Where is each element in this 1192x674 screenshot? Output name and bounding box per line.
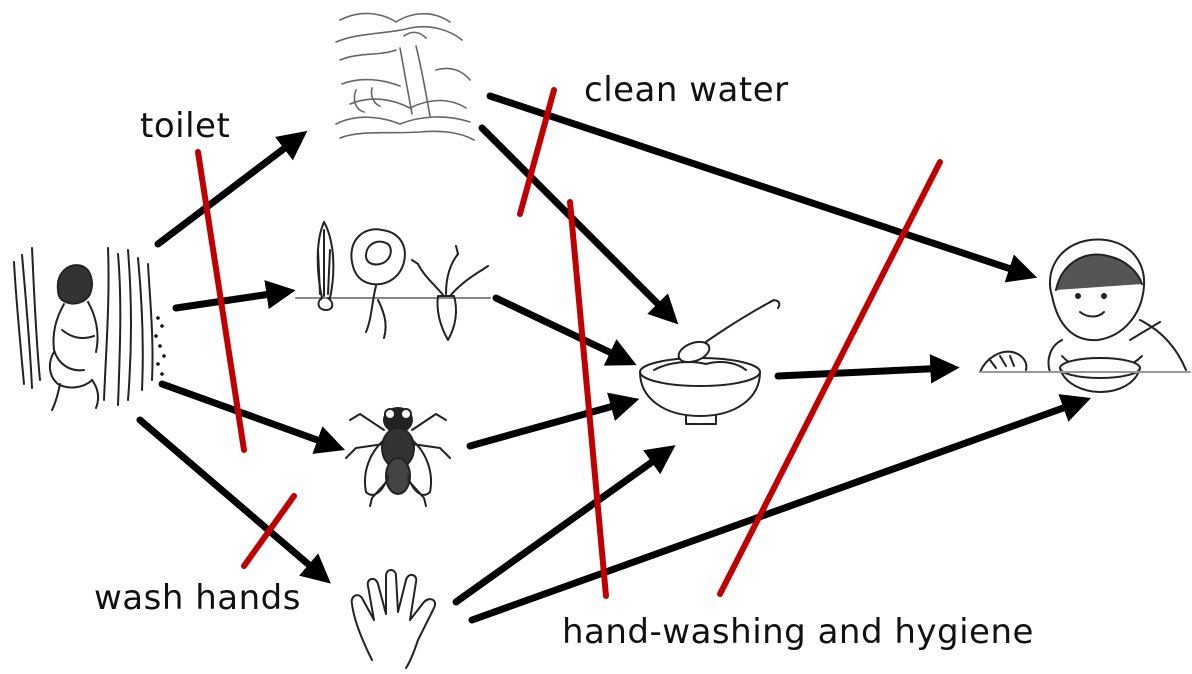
arrow-feces-to-water [158, 138, 298, 244]
arrow-hand-to-food [456, 452, 666, 602]
arrow-hand-to-child [472, 402, 1080, 620]
arrow-water-to-child [490, 96, 1026, 274]
food-bowl-illustration [640, 300, 779, 424]
water-illustration [336, 13, 474, 140]
arrow-feces-to-fly [162, 384, 334, 446]
label-toilet: toilet [140, 106, 230, 146]
label-clean-water: clean water [584, 70, 789, 110]
crops-illustration [296, 222, 490, 340]
arrow-feces-to-crops [176, 292, 284, 308]
feces-source-illustration [14, 248, 166, 410]
label-wash-hands: wash hands [94, 578, 301, 618]
label-hygiene: hand-washing and hygiene [562, 612, 1034, 652]
transmission-arrows [140, 96, 1080, 620]
hand-illustration [352, 570, 435, 668]
arrow-fly-to-food [470, 402, 628, 446]
barrier-wash-hands [244, 496, 294, 566]
barrier-hygiene-1 [570, 202, 606, 596]
fly-illustration [346, 408, 450, 506]
arrow-crops-to-food [496, 298, 626, 360]
child-eating-illustration [980, 239, 1190, 392]
arrow-food-to-child [778, 368, 948, 376]
